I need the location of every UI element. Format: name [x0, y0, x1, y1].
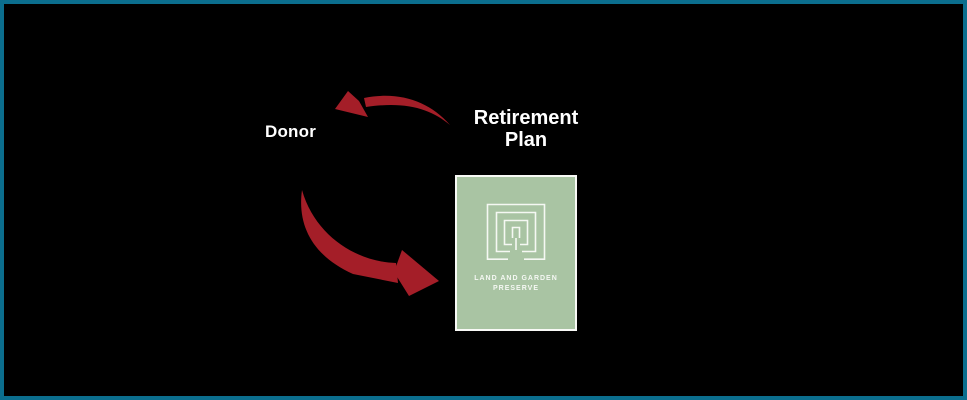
curved-arrow-to-donor-icon	[335, 91, 450, 125]
org-name-line2: PRESERVE	[493, 285, 539, 292]
donor-label: Donor	[265, 122, 317, 141]
retirement-plan-label: Retirement Plan	[473, 107, 579, 151]
curved-arrow-to-plan-icon	[301, 190, 439, 296]
org-name-line1: LAND AND GARDEN	[474, 275, 558, 282]
org-name: LAND AND GARDEN PRESERVE	[457, 274, 575, 294]
land-and-garden-preserve-card: LAND AND GARDEN PRESERVE	[455, 175, 577, 331]
labyrinth-nested-squares-icon	[486, 203, 546, 260]
